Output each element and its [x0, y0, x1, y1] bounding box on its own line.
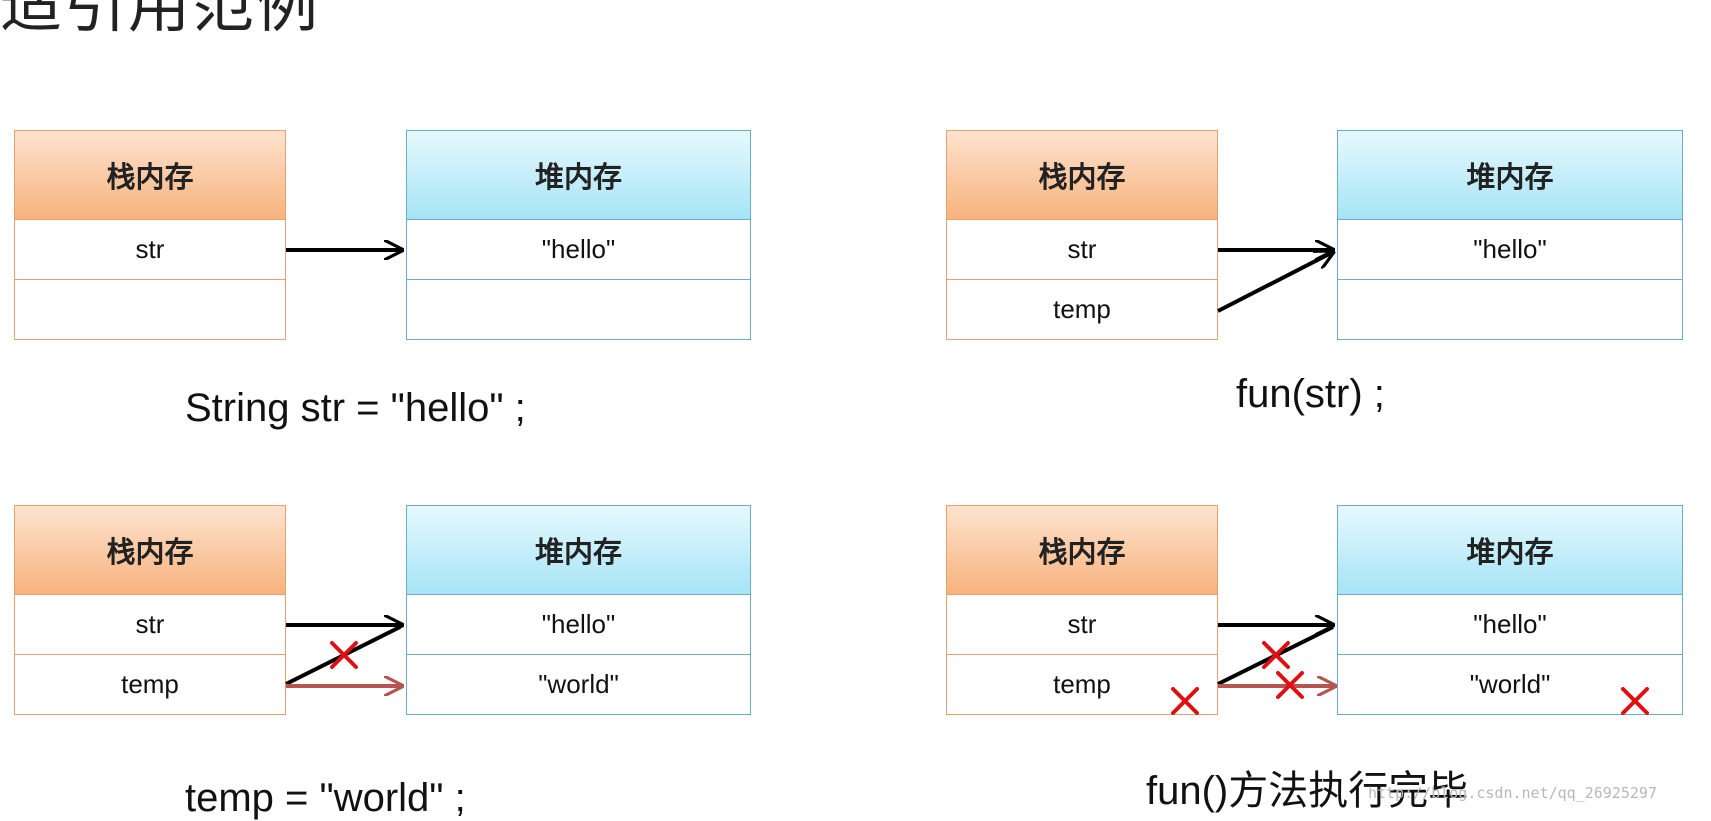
stack-cell: temp — [15, 654, 285, 714]
cross-mark-icon — [1276, 671, 1304, 699]
temp-reference-arrow — [1217, 252, 1333, 313]
stack-cell: str — [15, 220, 285, 279]
stack-cell: temp — [947, 654, 1217, 714]
stack-cell: str — [947, 595, 1217, 654]
heap-cell — [1338, 279, 1682, 339]
cross-mark-icon — [1262, 641, 1290, 669]
heap-memory-box-3: 堆内存 "hello" "world" — [406, 505, 751, 715]
cross-mark-icon — [1171, 687, 1199, 715]
stack-cell — [15, 279, 285, 339]
cross-mark-icon — [1621, 687, 1649, 715]
stack-memory-header: 栈内存 — [15, 131, 285, 220]
heap-cell: "hello" — [1338, 595, 1682, 654]
stack-memory-box-3: 栈内存 str temp — [14, 505, 286, 715]
heap-memory-box-1: 堆内存 "hello" — [406, 130, 751, 340]
code-caption-4: fun()方法执行完毕 — [1146, 769, 1469, 813]
code-caption-2: fun(str) ; — [1236, 372, 1385, 416]
heap-memory-box-4: 堆内存 "hello" "world" — [1337, 505, 1683, 715]
heap-memory-header: 堆内存 — [407, 506, 750, 595]
stack-cell: temp — [947, 279, 1217, 339]
stack-memory-header: 栈内存 — [15, 506, 285, 595]
page-title: 适引用范例 — [0, 0, 321, 41]
heap-memory-box-2: 堆内存 "hello" — [1337, 130, 1683, 340]
code-caption-1: String str = "hello" ; — [185, 386, 526, 430]
stack-cell: str — [947, 220, 1217, 279]
heap-cell — [407, 279, 750, 339]
cross-mark-icon — [330, 641, 358, 669]
heap-cell: "hello" — [1338, 220, 1682, 279]
heap-cell: "hello" — [407, 220, 750, 279]
heap-cell: "world" — [407, 654, 750, 714]
heap-memory-header: 堆内存 — [1338, 506, 1682, 595]
heap-cell: "hello" — [407, 595, 750, 654]
heap-memory-header: 堆内存 — [407, 131, 750, 220]
stack-memory-header: 栈内存 — [947, 131, 1217, 220]
stack-memory-box-4: 栈内存 str temp — [946, 505, 1218, 715]
stack-cell: str — [15, 595, 285, 654]
code-caption-3: temp = "world" ; — [185, 776, 466, 820]
heap-memory-header: 堆内存 — [1338, 131, 1682, 220]
heap-cell: "world" — [1338, 654, 1682, 714]
stack-memory-box-2: 栈内存 str temp — [946, 130, 1218, 340]
stack-memory-box-1: 栈内存 str — [14, 130, 286, 340]
stack-memory-header: 栈内存 — [947, 506, 1217, 595]
watermark: http://blog.csdn.net/qq_26925297 — [1368, 784, 1657, 802]
